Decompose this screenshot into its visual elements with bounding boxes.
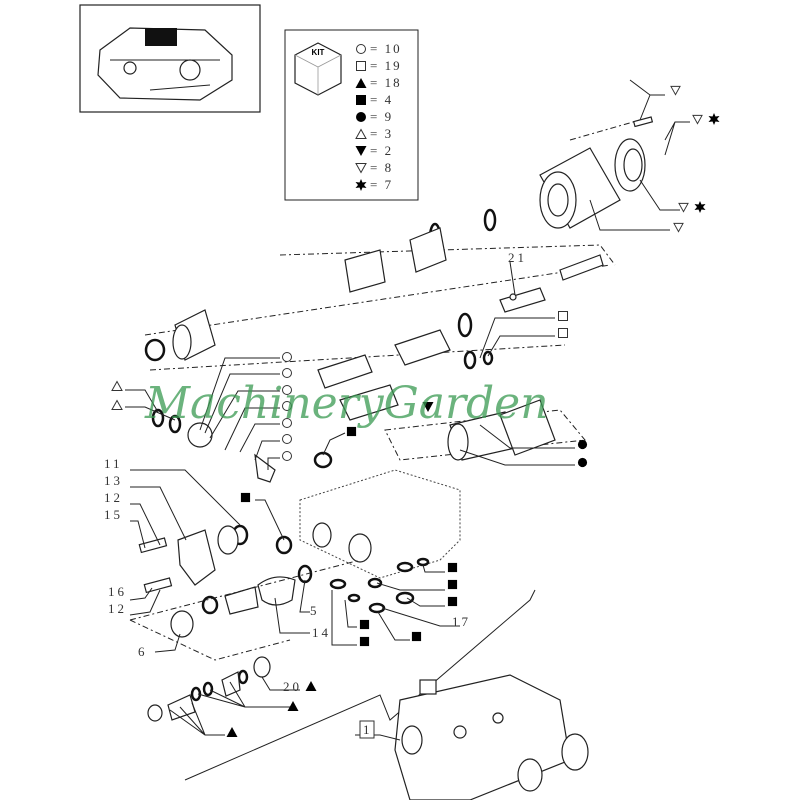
kit-count: = 9 bbox=[370, 109, 393, 124]
triangle-outline-icon bbox=[111, 381, 123, 391]
callout-20: 20 bbox=[283, 679, 302, 694]
square-filled-icon bbox=[356, 95, 366, 105]
square-outline-icon bbox=[356, 61, 366, 71]
square-filled-icon bbox=[240, 492, 251, 503]
callout-21: 21 bbox=[508, 250, 527, 265]
callout-6: 6 bbox=[138, 644, 148, 659]
watermark: MachineryGarden bbox=[144, 378, 549, 429]
callout-11: 11 bbox=[104, 456, 123, 471]
callout-16: 16 bbox=[108, 584, 127, 599]
triangle-filled-icon bbox=[305, 681, 317, 691]
square-filled-icon bbox=[411, 631, 422, 642]
kit-count: = 10 bbox=[370, 41, 402, 56]
square-outline-icon bbox=[558, 311, 568, 321]
upper-valve-assembly bbox=[144, 116, 654, 483]
kit-label: KIT bbox=[312, 48, 325, 57]
leader-lines bbox=[125, 79, 690, 741]
kit-count: = 7 bbox=[370, 177, 393, 192]
kit-legend: KIT = 10 = 19 = 18 = 4 = 9 = 3 = 2 = 8 =… bbox=[284, 29, 419, 201]
location-thumbnail bbox=[79, 4, 261, 113]
callout-14: 14 bbox=[312, 625, 331, 640]
circle-outline-icon bbox=[282, 352, 292, 362]
kit-count: = 4 bbox=[370, 92, 393, 107]
triangle-down-outline-icon bbox=[673, 222, 684, 233]
square-filled-icon bbox=[359, 636, 370, 647]
circle-filled-icon bbox=[577, 457, 588, 468]
kit-count: = 2 bbox=[370, 143, 393, 158]
kit-count: = 18 bbox=[370, 75, 402, 90]
callout-13: 13 bbox=[104, 473, 123, 488]
triangle-down-outline-icon bbox=[678, 202, 689, 213]
triangle-down-outline-icon bbox=[670, 85, 681, 96]
part-number-callouts: 21 11 13 12 15 16 12 6 14 5 17 20 1 bbox=[104, 250, 527, 739]
control-valve-assembly bbox=[184, 589, 589, 800]
square-filled-icon bbox=[359, 619, 370, 630]
circle-outline-icon bbox=[282, 434, 292, 444]
kit-count: = 19 bbox=[370, 58, 402, 73]
callout-5: 5 bbox=[310, 603, 320, 618]
circle-outline-icon bbox=[282, 451, 292, 461]
square-outline-icon bbox=[558, 328, 568, 338]
callout-17: 17 bbox=[452, 614, 471, 629]
callout-12: 12 bbox=[104, 490, 123, 505]
triangle-down-outline-icon bbox=[692, 114, 703, 125]
circle-filled-icon bbox=[356, 112, 366, 122]
square-filled-icon bbox=[447, 562, 458, 573]
triangle-outline-icon bbox=[111, 400, 123, 410]
kit-count: = 3 bbox=[370, 126, 393, 141]
circle-filled-icon bbox=[577, 439, 588, 450]
triangle-filled-icon bbox=[226, 727, 238, 737]
circle-outline-icon bbox=[282, 368, 292, 378]
callout-15: 15 bbox=[104, 507, 123, 522]
square-filled-icon bbox=[447, 596, 458, 607]
kit-cube-icon: KIT bbox=[294, 42, 342, 96]
star-filled-icon bbox=[708, 113, 720, 125]
triangle-filled-icon bbox=[287, 701, 299, 711]
callout-1: 1 bbox=[363, 722, 373, 737]
kit-count: = 8 bbox=[370, 160, 393, 175]
star-filled-icon bbox=[694, 201, 706, 213]
square-filled-icon bbox=[447, 579, 458, 590]
circle-outline-icon bbox=[356, 44, 366, 54]
callout-12: 12 bbox=[108, 601, 127, 616]
